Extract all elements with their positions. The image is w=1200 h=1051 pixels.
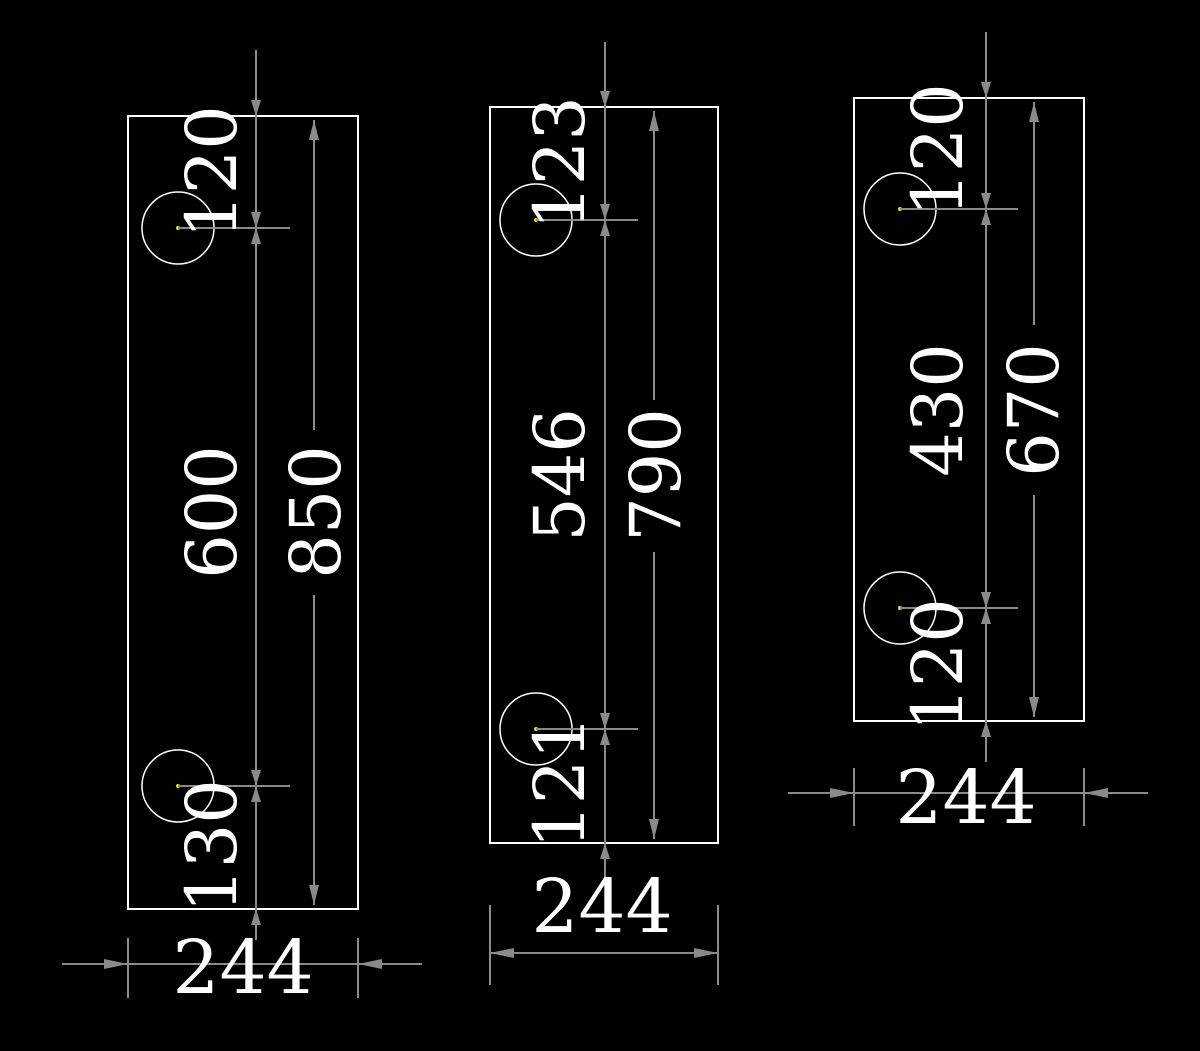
- panel-1: 244 850 600 120 130: [62, 50, 422, 1011]
- panel-2-width-label: 244: [531, 864, 672, 950]
- panel-1-hole-dimension: [178, 50, 290, 940]
- panel-1-spacing-label: 600: [171, 445, 253, 579]
- panel-3-spacing-label: 430: [897, 343, 979, 477]
- panel-1-bottom-offset-label: 130: [171, 779, 253, 913]
- panel-2-total-label: 790: [615, 408, 697, 542]
- panel-2: 244 790 546 123 121: [489, 42, 719, 985]
- panel-3-hole-dimension: [900, 32, 1018, 762]
- panel-3-top-offset-label: 120: [897, 83, 979, 217]
- panel-3-width-dimension: [788, 768, 1148, 826]
- panel-1-total-dimension: [309, 120, 319, 905]
- panel-2-hole-dimension: [536, 42, 638, 880]
- panel-2-total-dimension: [649, 111, 659, 839]
- panel-1-width-label: 244: [172, 925, 313, 1011]
- panel-2-width-dimension: [489, 905, 719, 985]
- panel-1-total-label: 850: [275, 445, 357, 579]
- panel-2-spacing-label: 546: [519, 408, 601, 542]
- panel-3: 244 670 430 120 120: [788, 32, 1148, 841]
- panel-1-outline: [127, 115, 359, 910]
- panel-2-bottom-offset-label: 121: [519, 715, 601, 849]
- panel-3-total-dimension: [1029, 102, 1039, 717]
- panel-2-top-offset-label: 123: [519, 96, 601, 230]
- panel-1-width-dimension: [62, 938, 422, 998]
- panel-3-outline: [853, 97, 1085, 722]
- panel-1-top-offset-label: 120: [171, 105, 253, 239]
- panel-3-bottom-offset-label: 120: [897, 598, 979, 732]
- panel-3-width-label: 244: [895, 755, 1036, 841]
- panel-3-total-label: 670: [993, 343, 1075, 477]
